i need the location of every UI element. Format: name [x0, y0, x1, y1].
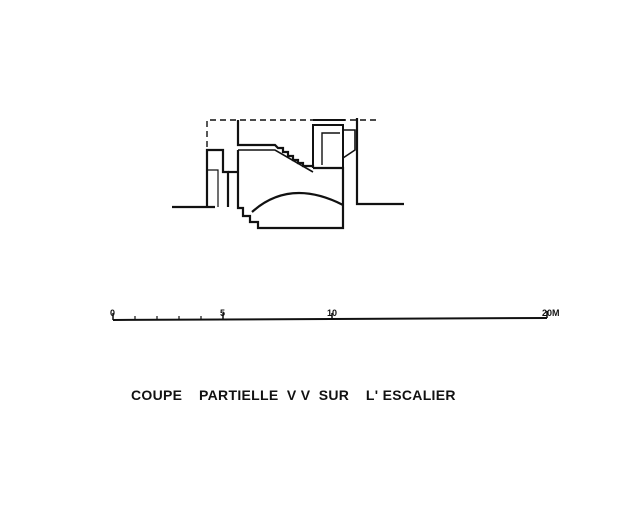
tower-bracket	[342, 129, 356, 159]
tower	[312, 124, 344, 168]
scale-label-5: 5	[220, 308, 226, 318]
arch	[251, 191, 344, 213]
drawing-title: COUPE PARTIELLE V V SUR L' ESCALIER	[131, 387, 456, 403]
tower-inner	[321, 132, 340, 165]
stair-wall	[236, 120, 315, 168]
scale-label-20m: 20M	[542, 308, 560, 318]
section-outline	[172, 118, 404, 230]
scale-bar	[112, 311, 548, 321]
scale-label-10: 10	[327, 308, 338, 318]
left-inner	[207, 169, 219, 207]
main-block	[236, 150, 345, 230]
scale-label-0: 0	[110, 308, 116, 318]
stair-top	[238, 149, 314, 173]
left-wall	[205, 148, 230, 207]
right-wall	[355, 118, 404, 206]
